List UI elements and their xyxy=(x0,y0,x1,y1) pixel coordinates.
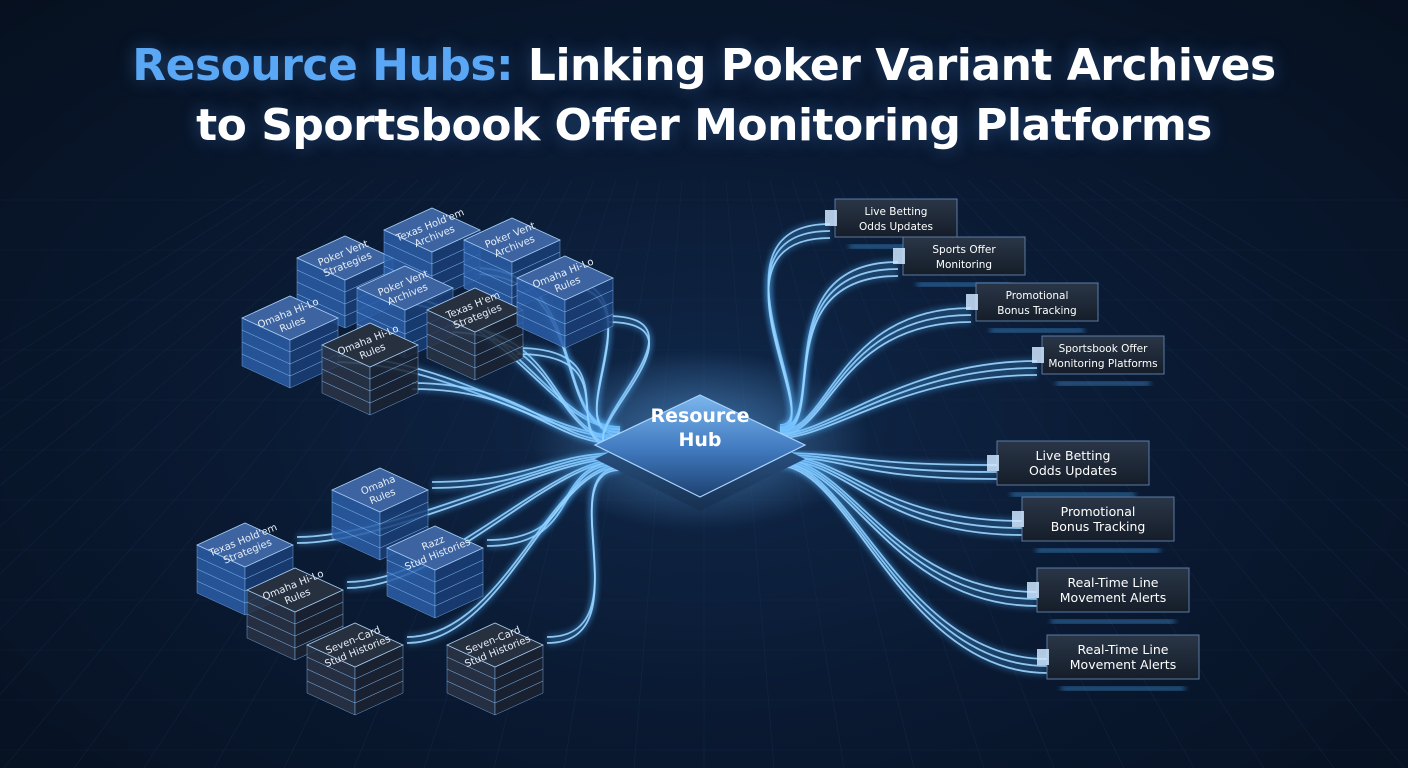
panel-label-line-2: Bonus Tracking xyxy=(1051,519,1146,534)
hub-label-line-1: Resource xyxy=(651,405,750,427)
hub-label-line-2: Hub xyxy=(678,429,721,451)
panel-label-line-1: Live Betting xyxy=(865,206,928,218)
panel-label-line-2: Odds Updates xyxy=(1029,463,1117,478)
cable-connector-icon xyxy=(825,210,837,226)
panel-label-line-1: Sportsbook Offer xyxy=(1059,343,1149,355)
cable-connector-icon xyxy=(1027,582,1039,598)
cable-connector-icon xyxy=(893,248,905,264)
cable-connector-icon xyxy=(1012,511,1024,527)
cable-connector-icon xyxy=(1032,347,1044,363)
panel-label-line-1: Promotional xyxy=(1006,290,1069,302)
panel-label-line-1: Promotional xyxy=(1061,504,1136,519)
resource-hub: Resource Hub xyxy=(530,350,870,530)
panel-label-line-1: Real-Time Line xyxy=(1068,575,1159,590)
panel-label-line-2: Bonus Tracking xyxy=(997,305,1076,317)
panel-label-line-2: Movement Alerts xyxy=(1070,657,1176,672)
panel-label-line-1: Real-Time Line xyxy=(1078,642,1169,657)
panel-label-line-2: Monitoring Platforms xyxy=(1048,358,1157,370)
cable-connector-icon xyxy=(1037,649,1049,665)
panel-label-line-1: Live Betting xyxy=(1036,448,1111,463)
panel-label-line-2: Movement Alerts xyxy=(1060,590,1166,605)
cable-connector-icon xyxy=(966,294,978,310)
panel-label-line-2: Monitoring xyxy=(936,259,992,271)
cable-connector-icon xyxy=(987,455,999,471)
panel-label-line-2: Odds Updates xyxy=(859,221,933,233)
panel-label-line-1: Sports Offer xyxy=(932,244,996,256)
